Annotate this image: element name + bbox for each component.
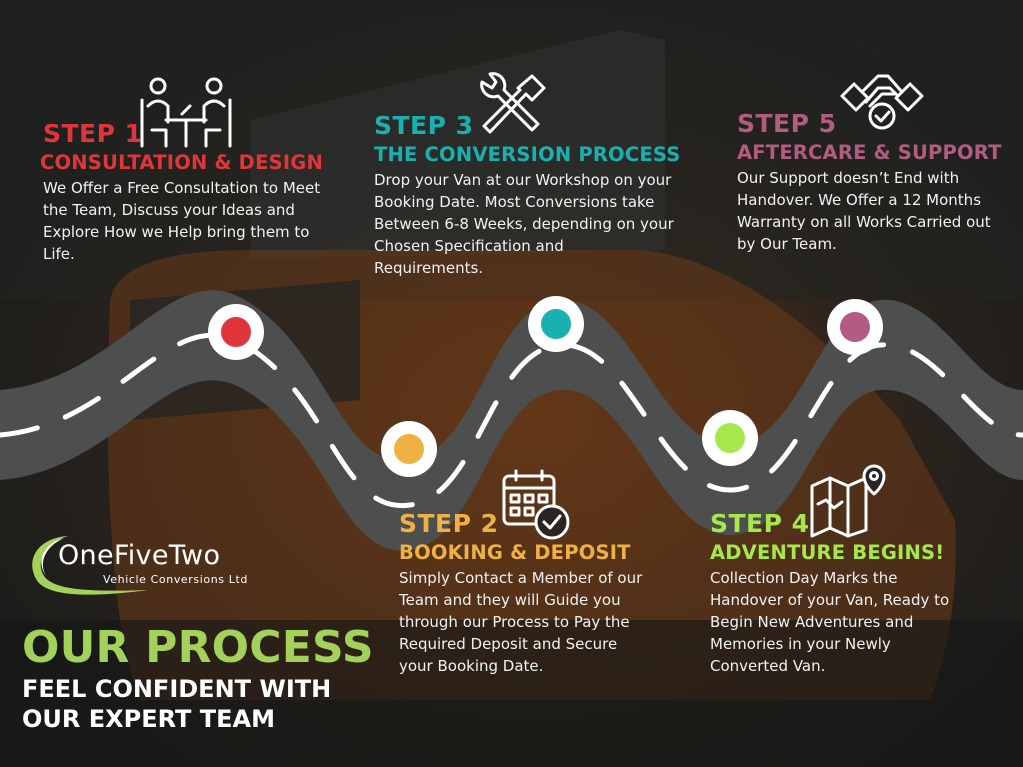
calendar-check-icon [500, 468, 574, 542]
step-4-label: STEP 4 [710, 509, 810, 538]
map-icon [808, 464, 886, 538]
step-4-title: ADVENTURE BEGINS! [710, 541, 945, 564]
marker-step-3 [528, 296, 584, 352]
step-3-description: Drop your Van at our Workshop on your Bo… [374, 171, 674, 277]
step-5-label: STEP 5 [737, 109, 837, 138]
marker-step-4 [702, 410, 758, 466]
step-4-description: Collection Day Marks the Handover of you… [710, 569, 950, 675]
step-3: STEP 3 THE CONVERSION PROCESS Drop your … [374, 112, 694, 279]
meeting-icon [136, 76, 236, 148]
step-3-label: STEP 3 [374, 111, 474, 140]
logo-name: OneFiveTwo [58, 540, 221, 571]
marker-step-5 [827, 299, 883, 355]
marker-step-1 [208, 304, 264, 360]
subtitle-line-2: OUR EXPERT TEAM [22, 705, 275, 733]
step-2: STEP 2 BOOKING & DEPOSIT Simply Contact … [399, 510, 699, 677]
handshake-icon [838, 66, 926, 138]
step-1-description: We Offer a Free Consultation to Meet the… [43, 179, 321, 263]
marker-step-2 [381, 421, 437, 477]
subtitle-line-1: FEEL CONFIDENT WITH [22, 675, 332, 703]
logo-tagline: Vehicle Conversions Ltd [103, 573, 248, 586]
step-1-title: CONSULTATION & DESIGN [40, 151, 324, 174]
step-5: STEP 5 AFTERCARE & SUPPORT Our Support d… [737, 110, 1017, 255]
step-4: STEP 4 ADVENTURE BEGINS! Collection Day … [710, 510, 1010, 677]
page-title: OUR PROCESS [22, 622, 374, 673]
step-5-title: AFTERCARE & SUPPORT [737, 141, 1002, 164]
step-3-title: THE CONVERSION PROCESS [374, 143, 681, 166]
page-subtitle: FEEL CONFIDENT WITH OUR EXPERT TEAM [22, 674, 331, 734]
step-2-label: STEP 2 [399, 509, 499, 538]
tools-icon [474, 70, 548, 144]
step-1-label: STEP 1 [43, 119, 143, 148]
step-1: STEP 1 CONSULTATION & DESIGN We Offer a … [40, 120, 340, 265]
company-logo: OneFiveTwo Vehicle Conversions Ltd [28, 532, 278, 598]
step-2-title: BOOKING & DEPOSIT [399, 541, 631, 564]
step-5-description: Our Support doesn’t End with Handover. W… [737, 169, 991, 253]
step-2-description: Simply Contact a Member of our Team and … [399, 569, 643, 675]
winding-road [0, 290, 1023, 551]
